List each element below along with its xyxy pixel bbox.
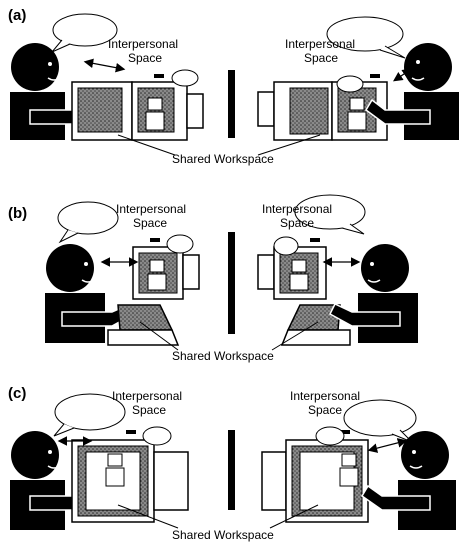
head-left	[11, 43, 59, 91]
device-left	[71, 426, 189, 523]
interpersonal-label-right-2: Space	[308, 403, 342, 417]
speech-bubble-left	[52, 13, 118, 47]
person-left	[10, 431, 105, 530]
panel-a-label: (a)	[8, 7, 26, 24]
head-right	[401, 431, 449, 479]
interpersonal-label-left-1: Interpersonal	[116, 202, 186, 216]
person-right	[360, 431, 456, 530]
speech-bubble-right	[326, 16, 404, 52]
device-left	[71, 69, 204, 141]
head-right	[361, 244, 409, 292]
speech-bubble-left	[54, 393, 126, 431]
interpersonal-label-right-1: Interpersonal	[285, 37, 355, 51]
shared-label-b: Shared Workspace	[172, 349, 274, 363]
head-left	[11, 431, 59, 479]
shared-leader-c	[117, 504, 319, 529]
panel-a: (a) Interpersonal Space	[8, 7, 459, 166]
interpersonal-label-right-1: Interpersonal	[262, 202, 332, 216]
speech-bubble-left	[57, 201, 119, 235]
interpersonal-label-left-2: Space	[133, 216, 167, 230]
interpersonal-label-right-2: Space	[304, 51, 338, 65]
interpersonal-arrow-left	[83, 58, 126, 73]
person-right	[329, 244, 418, 343]
device-left	[107, 234, 200, 346]
person-right	[365, 43, 459, 140]
person-left	[45, 244, 135, 343]
panel-b: (b) Interpersonal Space Interper	[8, 194, 418, 363]
head-right	[404, 43, 452, 91]
interpersonal-label-left-2: Space	[128, 51, 162, 65]
interpersonal-arrow-right	[367, 438, 408, 453]
divider-b	[228, 232, 235, 334]
divider-a	[228, 70, 235, 138]
device-right	[257, 236, 351, 346]
interpersonal-label-right-1: Interpersonal	[290, 389, 360, 403]
shared-label-a: Shared Workspace	[172, 152, 274, 166]
shared-leader-a	[117, 134, 321, 156]
head-left	[46, 244, 94, 292]
speech-bubble-right	[294, 194, 366, 230]
interpersonal-label-right-2: Space	[280, 216, 314, 230]
interpersonal-arrow-right	[393, 68, 412, 82]
panel-c-label: (c)	[8, 385, 26, 402]
interpersonal-label-left-2: Space	[132, 403, 166, 417]
interpersonal-label-left-1: Interpersonal	[108, 37, 178, 51]
panel-c: (c) Interpersonal Space Interpersonal	[8, 385, 456, 542]
shared-leader-b	[139, 321, 319, 351]
speech-bubble-right	[343, 399, 417, 437]
interpersonal-label-left-1: Interpersonal	[112, 389, 182, 403]
device-right	[261, 426, 369, 523]
shared-label-c: Shared Workspace	[172, 528, 274, 542]
divider-c	[228, 430, 235, 510]
panel-b-label: (b)	[8, 205, 27, 222]
